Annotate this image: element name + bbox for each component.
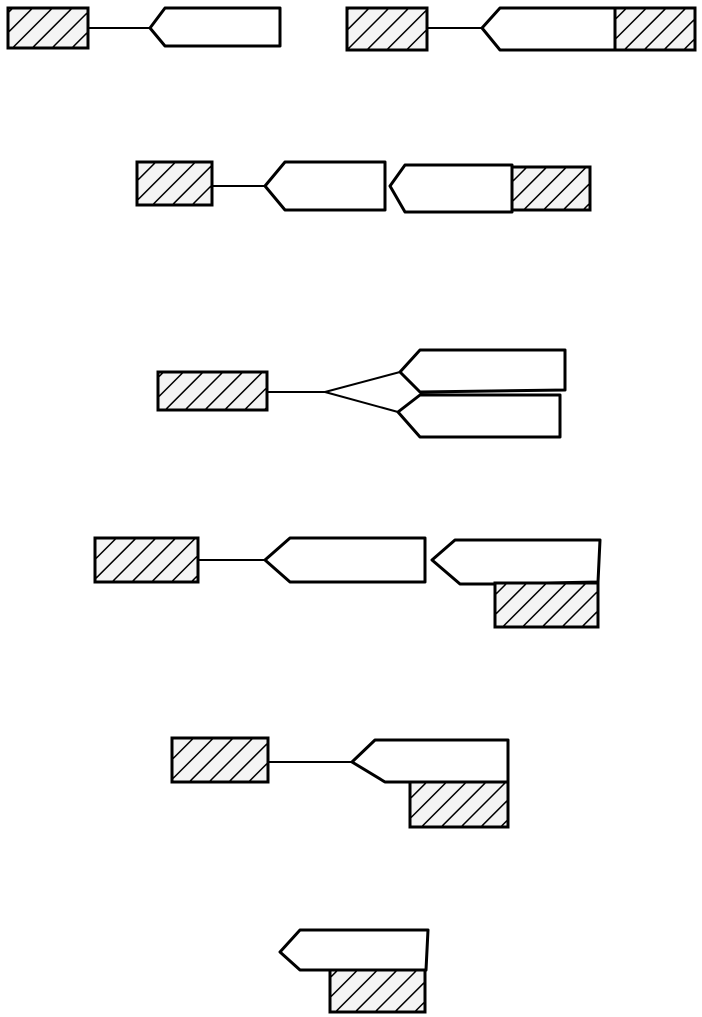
arrow-block — [396, 393, 562, 439]
figure-row-1a — [6, 6, 282, 50]
hatched-block — [6, 6, 90, 50]
figure-row-6 — [278, 928, 430, 1014]
arrow-block — [263, 160, 387, 212]
hatched-block — [328, 968, 427, 1014]
connector-line — [324, 391, 399, 413]
hatched-block — [93, 536, 200, 584]
arrow-block — [263, 536, 427, 584]
connector-line — [324, 371, 401, 393]
hatched-block — [135, 160, 214, 207]
figure-row-5 — [170, 736, 510, 829]
hatched-block — [156, 370, 269, 412]
figure-row-1b — [345, 6, 697, 52]
hatched-block — [170, 736, 270, 784]
figure-row-3 — [156, 348, 567, 439]
arrow-block — [278, 928, 430, 972]
hatched-block — [613, 6, 697, 52]
arrow-block — [388, 163, 514, 214]
arrow-block — [148, 6, 282, 48]
arrow-block — [480, 6, 617, 52]
arrow-block — [350, 738, 510, 784]
arrow-block — [430, 538, 602, 586]
hatched-block — [408, 780, 510, 829]
figure-row-4 — [93, 536, 602, 629]
figure-row-2 — [135, 160, 592, 214]
hatched-block — [510, 165, 592, 212]
arrow-block — [398, 348, 567, 394]
hatched-block — [345, 6, 429, 52]
hatched-block — [493, 581, 600, 629]
